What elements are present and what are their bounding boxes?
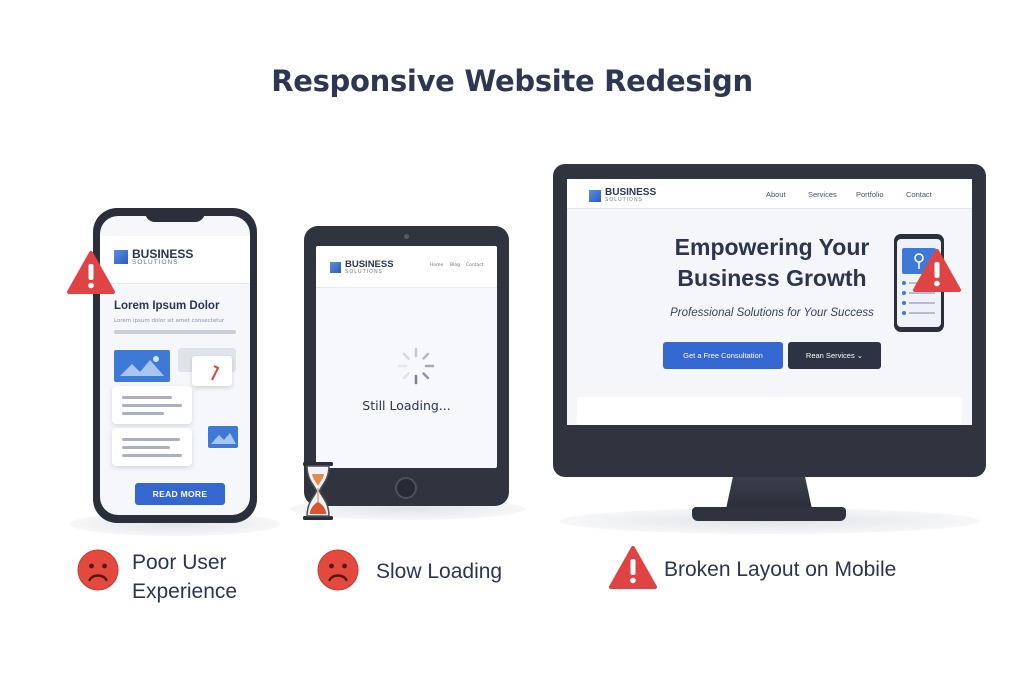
phone-notch: [145, 208, 205, 222]
loading-spinner-icon: [397, 347, 435, 385]
warning-icon: [913, 249, 961, 292]
brand-name: BUSINESS: [605, 187, 657, 198]
nav-services[interactable]: Services: [808, 190, 837, 199]
desktop-screen: BUSINESS SOLUTIONS About Services Portfo…: [567, 179, 972, 425]
tablet-nav-blog[interactable]: Blog: [450, 263, 460, 268]
hero-subheadline: Professional Solutions for Your Success: [670, 307, 874, 319]
page-title: Responsive Website Redesign: [271, 64, 753, 98]
nav-portfolio[interactable]: Portfolio: [856, 190, 884, 199]
phone-screen: BUSINESS SOLUTIONS Lorem Ipsum Dolor Lor…: [100, 216, 250, 515]
desktop-header: BUSINESS SOLUTIONS About Services Portfo…: [567, 179, 972, 209]
image-placeholder-icon: [114, 350, 170, 382]
hero-headline-line1: Empowering Your: [674, 234, 870, 260]
tablet-mockup: BUSINESS SOLUTIONS Home Blog Contact Sti…: [304, 226, 509, 506]
monitor-stand-neck: [726, 477, 812, 509]
thumbnail-image-icon: [208, 426, 238, 448]
phone-subtext: Lorem ipsum dolor sit amet consectetur: [114, 318, 225, 324]
monitor-stand-base: [692, 507, 846, 521]
brand-name: BUSINESS: [345, 259, 394, 270]
brand-tagline: SOLUTIONS: [605, 197, 643, 203]
issue-line: Experience: [132, 580, 238, 603]
content-strip: [577, 397, 962, 425]
hourglass-icon: [303, 462, 333, 520]
desktop-monitor-mockup: BUSINESS SOLUTIONS About Services Portfo…: [553, 164, 986, 477]
nav-contact[interactable]: Contact: [906, 190, 932, 199]
content-card: [112, 386, 192, 424]
smartphone-mockup: BUSINESS SOLUTIONS Lorem Ipsum Dolor Lor…: [93, 208, 257, 523]
free-consultation-button[interactable]: Get a Free Consultation: [663, 342, 783, 369]
brand-logo[interactable]: BUSINESS SOLUTIONS: [589, 188, 656, 203]
tablet-screen: BUSINESS SOLUTIONS Home Blog Contact Sti…: [316, 246, 497, 468]
read-more-button[interactable]: READ MORE: [135, 483, 225, 505]
hero-headline: Empowering Your Business Growth: [647, 232, 897, 294]
phone-heading: Lorem Ipsum Dolor: [114, 300, 220, 312]
warning-icon: [67, 251, 115, 294]
issue-line: Poor User: [132, 551, 227, 574]
issue-slow-loading: Slow Loading: [376, 560, 503, 583]
warning-icon: [609, 546, 657, 589]
sad-face-icon: [77, 549, 119, 591]
broken-image-icon: [192, 356, 232, 386]
sad-face-icon: [317, 549, 359, 591]
brand-logo[interactable]: BUSINESS SOLUTIONS: [114, 248, 250, 267]
loading-text: Still Loading...: [362, 398, 451, 413]
tablet-nav-home[interactable]: Home: [430, 263, 444, 268]
tablet-camera: [404, 234, 409, 239]
brand-logo[interactable]: BUSINESS SOLUTIONS: [330, 260, 497, 275]
hero-headline-line2: Business Growth: [677, 265, 867, 291]
logo-square-icon: [589, 189, 601, 202]
nav-about[interactable]: About: [766, 190, 786, 199]
brand-tagline: SOLUTIONS: [132, 259, 179, 266]
services-dropdown-button[interactable]: Rean Services ⌄: [788, 342, 881, 369]
brand-name: BUSINESS: [132, 247, 194, 261]
brand-tagline: SOLUTIONS: [345, 268, 383, 275]
issue-broken-layout: Broken Layout on Mobile: [664, 558, 897, 581]
tablet-header: BUSINESS SOLUTIONS: [316, 246, 497, 288]
logo-square-icon: [114, 250, 128, 265]
phone-text-bar: [114, 330, 236, 334]
content-card: [112, 428, 192, 466]
phone-header: BUSINESS SOLUTIONS: [100, 236, 250, 284]
tablet-home-button: [395, 477, 417, 499]
logo-square-icon: [330, 261, 341, 273]
issue-poor-user-experience: Poor User Experience: [132, 548, 237, 606]
tablet-nav-contact[interactable]: Contact: [466, 263, 484, 268]
